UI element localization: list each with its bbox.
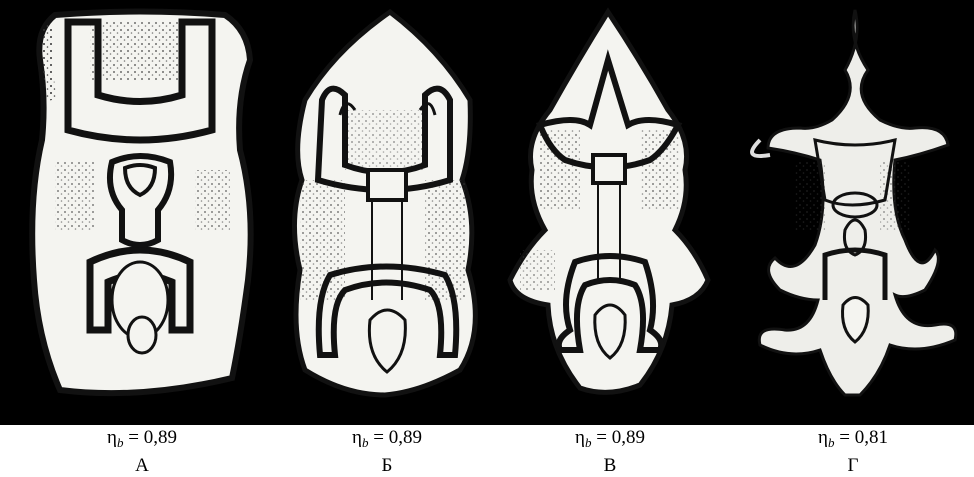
caption-c: ηb = 0,89 В bbox=[530, 426, 690, 477]
eta-label-b: ηb = 0,89 bbox=[307, 426, 467, 454]
eta-label-a: ηb = 0,89 bbox=[62, 426, 222, 454]
figure-d-drawing bbox=[752, 10, 956, 395]
caption-a: ηb = 0,89 А bbox=[62, 426, 222, 477]
figure-c-drawing bbox=[510, 12, 708, 392]
illustration-panel bbox=[0, 0, 974, 425]
eta-label-d: ηb = 0,81 bbox=[773, 426, 933, 454]
caption-d: ηb = 0,81 Г bbox=[773, 426, 933, 477]
caption-b: ηb = 0,89 Б bbox=[307, 426, 467, 477]
larvae-drawings bbox=[0, 0, 974, 425]
figure-b-drawing bbox=[294, 12, 475, 395]
figure-a-drawing bbox=[32, 12, 250, 394]
eta-label-c: ηb = 0,89 bbox=[530, 426, 690, 454]
